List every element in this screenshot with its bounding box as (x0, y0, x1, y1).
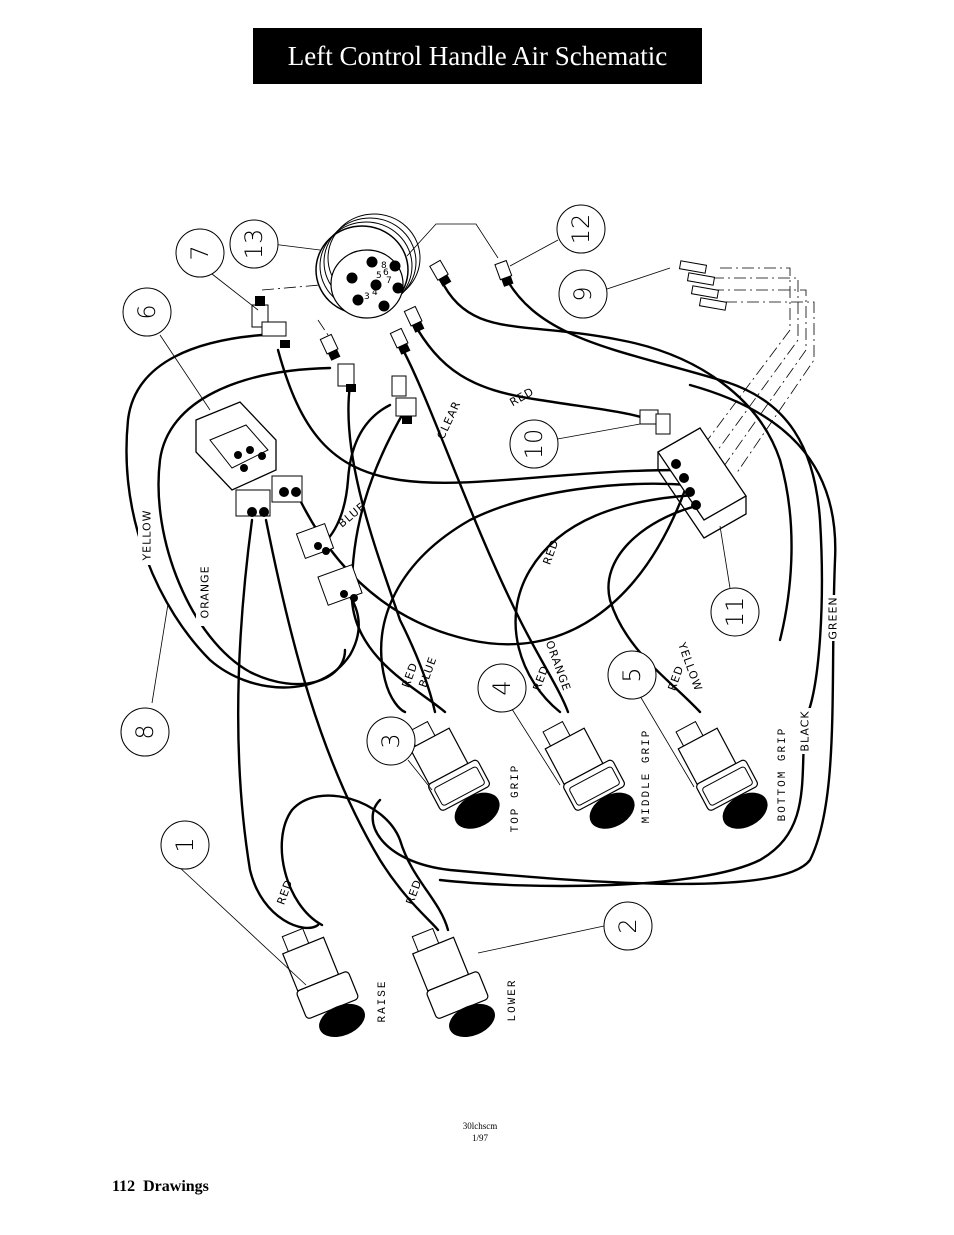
wire-label-blue: BLUE (336, 500, 369, 531)
wire-from-12 (504, 276, 824, 722)
wire-paths (125, 267, 837, 932)
callouts: 1 2 3 4 5 6 7 8 9 10 11 12 13 (120, 204, 760, 986)
callout-5: 5 (607, 650, 657, 700)
wire-label-blue: BLUE (416, 655, 439, 690)
pushbutton-1 (281, 927, 365, 1038)
callout-9: 9 (558, 269, 608, 319)
wire-label-red: RED (530, 664, 551, 693)
pin-label: 7 (386, 276, 392, 286)
page-title: Left Control Handle Air Schematic (253, 28, 702, 84)
wire-label-red: RED (403, 878, 424, 907)
wire-red-raise (236, 518, 320, 930)
dashed-lead-4 (725, 301, 815, 475)
label-raise: RAISE (377, 979, 389, 1022)
wire-label-orange: ORANGE (543, 639, 573, 693)
connector-13: 3 4 5 6 7 8 (315, 213, 421, 319)
section-name: Drawings (143, 1178, 209, 1195)
wire-label-green: GREEN (827, 596, 840, 639)
wire-center-loop-a (276, 348, 682, 484)
pushbutton-5 (675, 720, 768, 829)
svg-text:3: 3 (377, 733, 405, 748)
pushbutton-3 (407, 720, 500, 829)
callout-6: 6 (122, 287, 172, 337)
fittings-9 (678, 260, 728, 311)
wire-center-loop-d (514, 493, 697, 714)
callout-13: 13 (229, 219, 279, 269)
wire-label-black: BLACK (799, 710, 812, 751)
callout-12: 12 (556, 204, 606, 254)
label-bottom-grip: BOTTOM GRIP (777, 727, 789, 822)
wire-red-top-grip (347, 383, 437, 714)
button-labels: TOP GRIP MIDDLE GRIP BOTTOM GRIP RAISE L… (377, 727, 789, 1023)
dashed-lead-2 (711, 277, 799, 459)
tee-fittings (295, 523, 363, 606)
svg-text:10: 10 (520, 429, 548, 460)
wire-label-orange: ORANGE (199, 565, 212, 618)
pin-label: 8 (381, 261, 387, 271)
svg-text:12: 12 (567, 214, 595, 245)
pin-label: 6 (383, 268, 389, 278)
drawing-date: 1/97 (471, 1133, 488, 1143)
callout-1: 1 (160, 820, 210, 870)
svg-text:8: 8 (131, 724, 159, 739)
wire-green (371, 383, 837, 886)
callout-2: 2 (603, 901, 653, 951)
elbow-fitting-7 (251, 296, 290, 348)
wire-clear (400, 346, 570, 714)
dashed-lead-1 (699, 267, 791, 451)
wire-yellow-left (125, 333, 360, 689)
label-lower: LOWER (507, 978, 519, 1021)
svg-text:9: 9 (569, 286, 597, 301)
svg-text:4: 4 (488, 680, 516, 695)
wire-label-red: RED (540, 538, 561, 567)
wire-black (438, 718, 807, 888)
dashed-lead-connector-2 (317, 319, 331, 339)
wire-label-clear: CLEAR (434, 399, 463, 442)
callout-8: 8 (120, 707, 170, 757)
pin-label: 5 (376, 271, 382, 281)
callout-4: 4 (477, 663, 527, 713)
callout-10: 10 (509, 419, 559, 469)
pushbutton-2 (411, 927, 495, 1038)
svg-text:7: 7 (186, 245, 214, 260)
wire-center-loop-b (298, 488, 687, 646)
drawing-code: 30lchscm (462, 1121, 498, 1131)
dashed-lead-connector (261, 284, 321, 291)
page-footer: 112 Drawings (112, 1178, 209, 1196)
pin-label: 4 (372, 288, 378, 298)
valve-block-6 (195, 401, 303, 517)
manifold-block-11 (657, 427, 747, 539)
wire-label-yellow: YELLOW (141, 509, 154, 561)
svg-text:2: 2 (614, 918, 642, 933)
wire-label-red: RED (507, 385, 536, 409)
elbow-fitting-10 (639, 409, 671, 435)
wire-to-bottom-grip (607, 503, 702, 714)
elbow-fittings-center (337, 363, 417, 424)
label-middle-grip: MIDDLE GRIP (641, 729, 653, 824)
wire-from-clear-fitting (438, 276, 793, 642)
wire-raise-loop (280, 794, 450, 932)
svg-text:1: 1 (171, 837, 199, 852)
dashed-lead-3 (712, 289, 807, 467)
svg-text:11: 11 (721, 597, 749, 628)
connector-fittings (319, 259, 514, 361)
svg-text:5: 5 (618, 667, 646, 682)
callout-7: 7 (175, 228, 225, 278)
drawing-id: 30lchscm 1/97 (440, 1120, 520, 1144)
wire-orange-left (157, 366, 347, 686)
label-top-grip: TOP GRIP (510, 764, 522, 833)
wire-red-to-11 (410, 318, 652, 422)
callout-11: 11 (710, 587, 760, 637)
pin-label: 3 (364, 292, 370, 302)
wire-blue-top (318, 403, 392, 547)
svg-text:13: 13 (240, 229, 268, 260)
callout-3: 3 (366, 716, 416, 766)
wire-label-red: RED (665, 664, 686, 693)
svg-text:6: 6 (133, 304, 161, 319)
page-number: 112 (112, 1178, 136, 1195)
pushbutton-4 (542, 720, 635, 829)
wire-center-loop-c (380, 482, 692, 714)
